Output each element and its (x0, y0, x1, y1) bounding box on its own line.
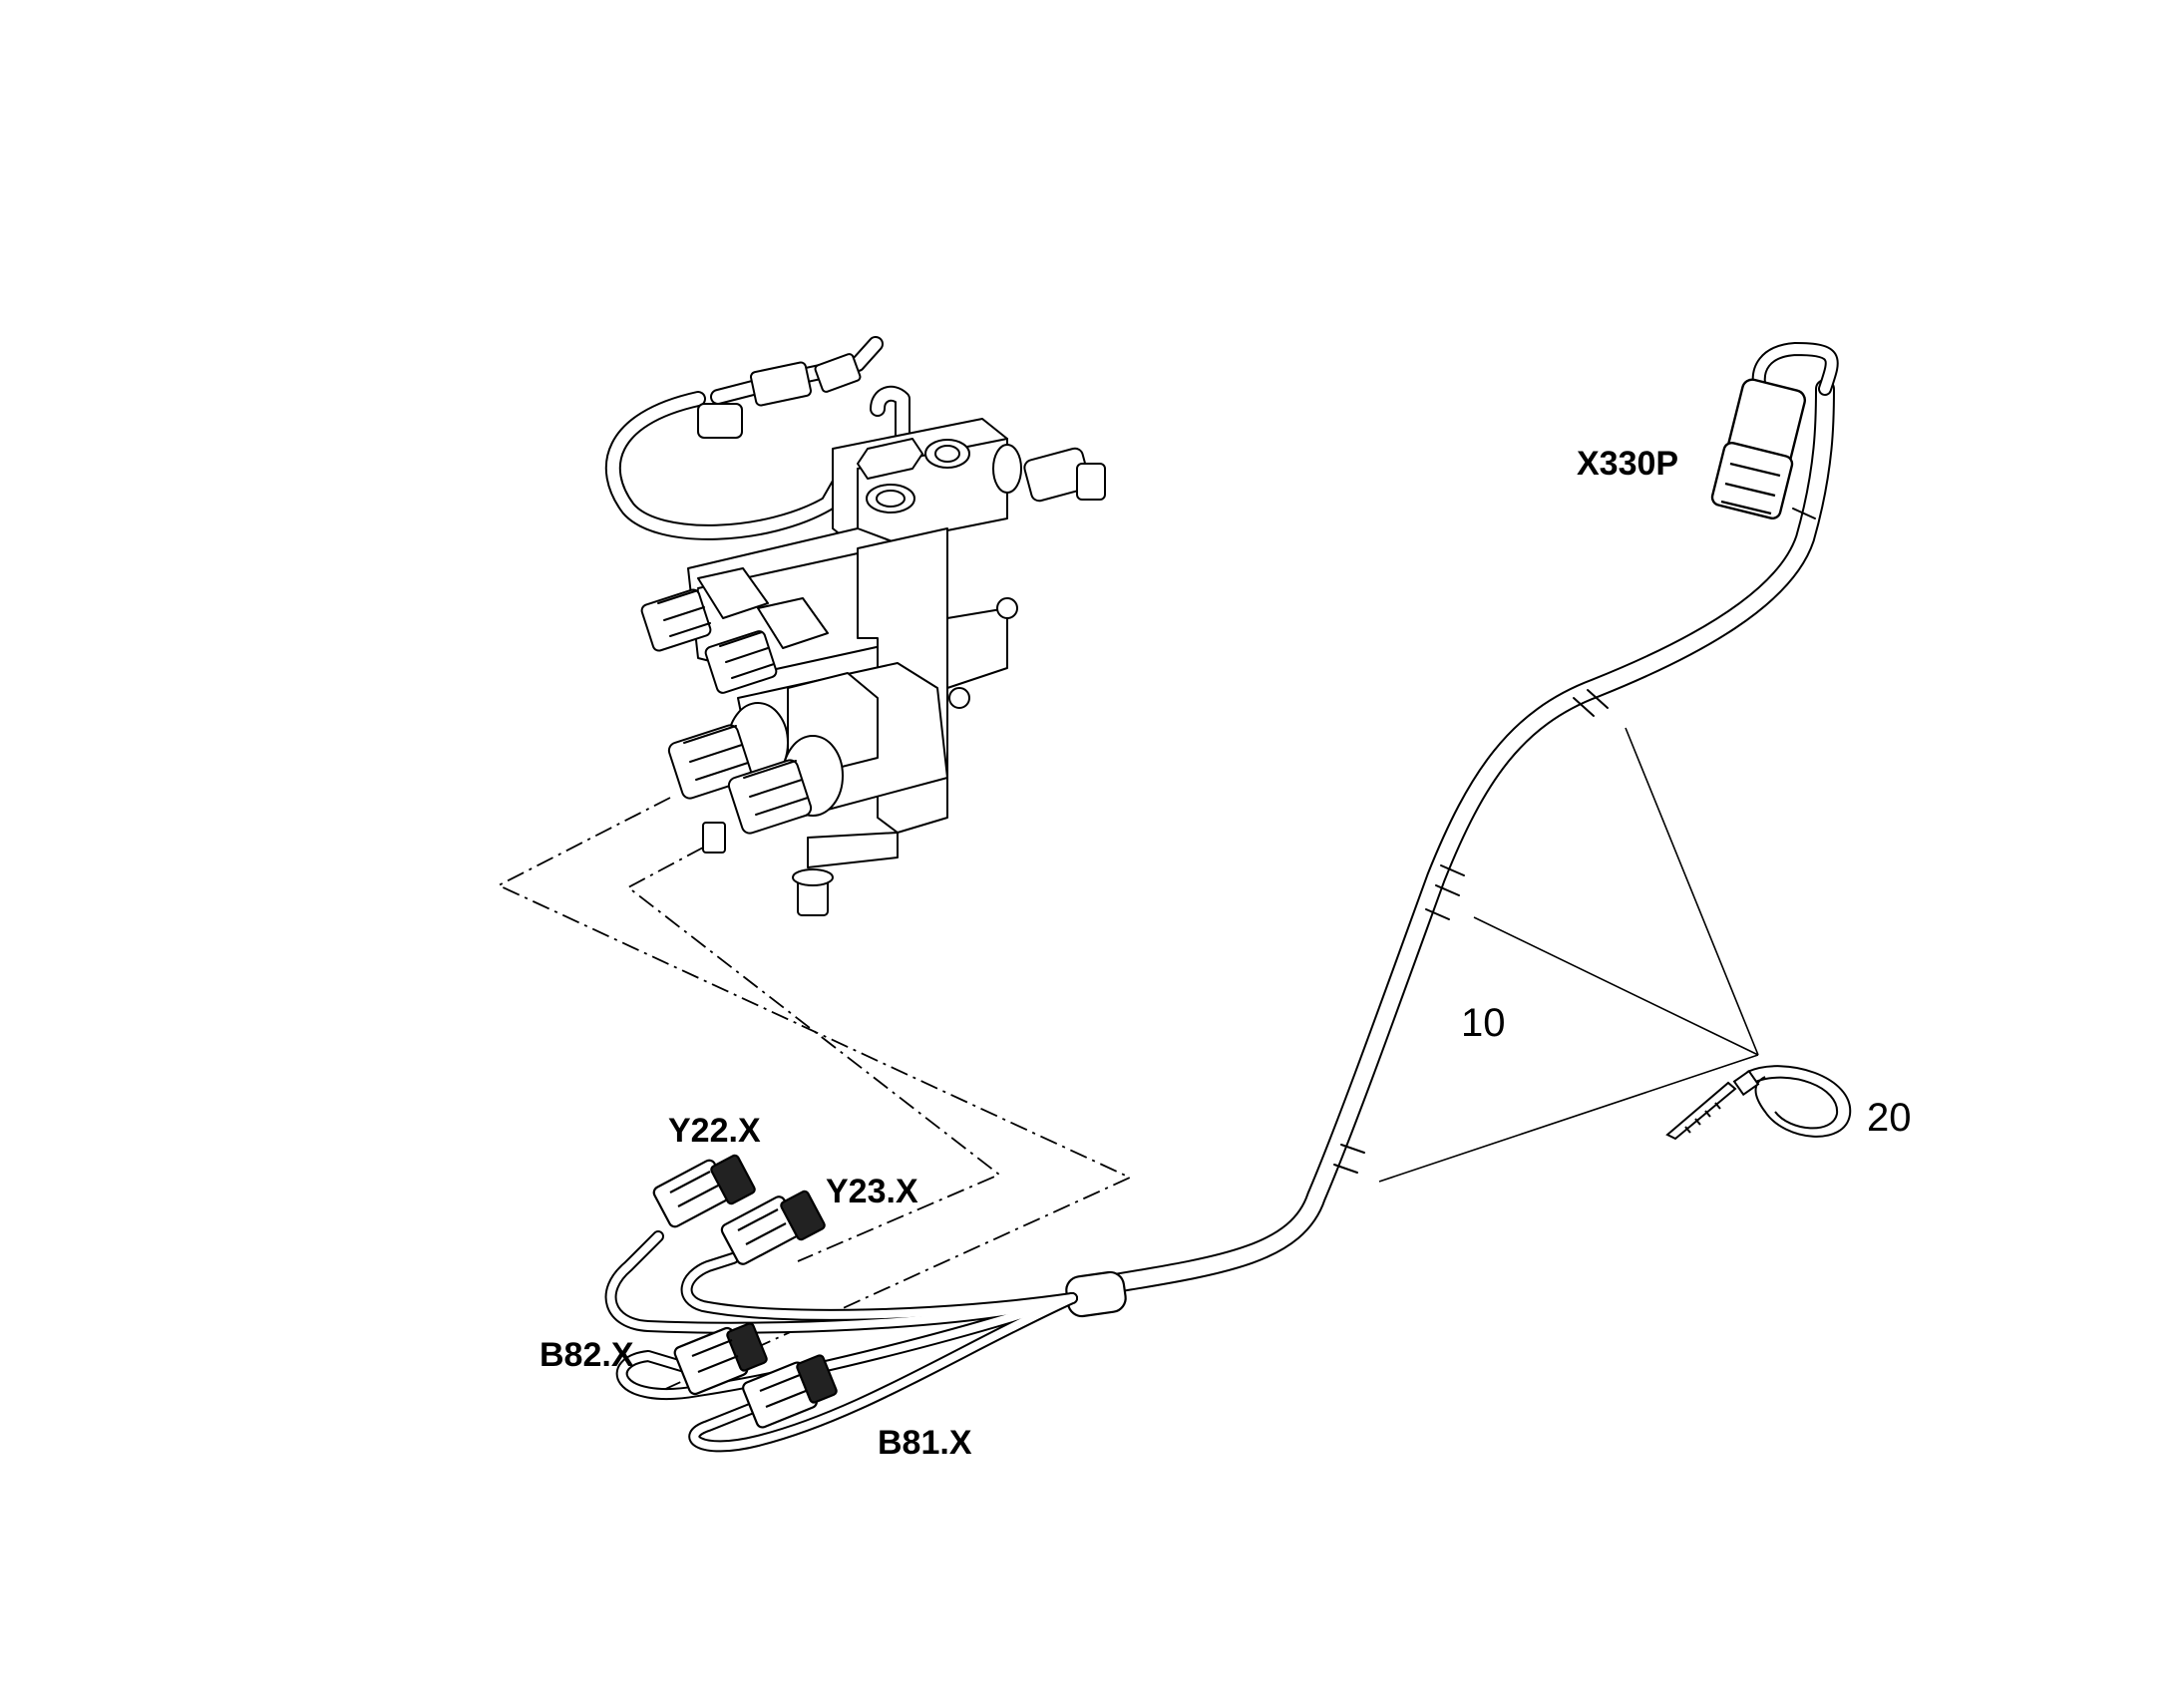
connector-b81 (742, 1354, 838, 1429)
leader-lines-dashdot (496, 797, 1133, 1397)
label-y22: Y22.X (668, 1112, 761, 1150)
label-x330p: X330P (1577, 445, 1679, 483)
label-b81: B81.X (878, 1424, 972, 1462)
label-y23: Y23.X (826, 1173, 918, 1210)
valve-block-illustration (604, 336, 1106, 916)
position-number-20: 20 (1867, 1096, 1912, 1140)
cable-tie-illustration (1665, 1065, 1852, 1141)
connector-x330p (1710, 378, 1807, 520)
connector-b82 (673, 1322, 768, 1396)
connector-y22 (652, 1154, 756, 1228)
wiring-harness-illustration (604, 342, 1839, 1453)
connector-y23 (720, 1190, 826, 1265)
position-number-10: 10 (1461, 1001, 1506, 1045)
label-b82: B82.X (540, 1336, 634, 1374)
position-leader-lines (1378, 727, 1759, 1183)
